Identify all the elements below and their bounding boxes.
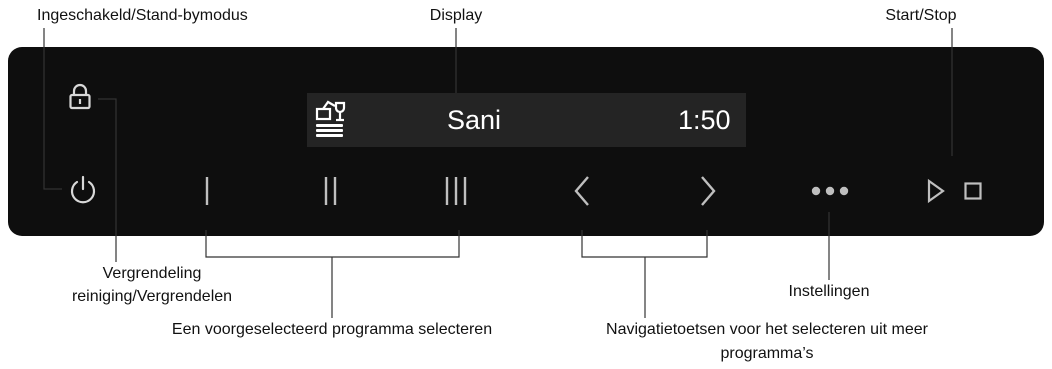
lock-icon[interactable] (68, 83, 92, 111)
play-icon[interactable] (926, 178, 946, 204)
program-3-button[interactable] (443, 175, 469, 207)
chevron-right-icon[interactable] (697, 174, 719, 208)
power-leader (43, 28, 62, 190)
chevron-left-icon[interactable] (571, 174, 593, 208)
settings-label: Instellingen (788, 283, 870, 300)
preselect-bracket (205, 230, 460, 258)
more-dots-icon[interactable] (810, 185, 850, 197)
power-icon[interactable] (68, 174, 98, 206)
start-stop-label: Start/Stop (885, 7, 957, 24)
preselect-label: Een voorgeselecteerd programma selectere… (171, 321, 493, 338)
nav-label-line2: programma’s (720, 345, 814, 362)
nav-label-line1: Navigatietoetsen voor het selecteren uit… (606, 321, 928, 338)
dishes-icon (315, 100, 346, 137)
lock-label-line1: Vergrendeling (102, 265, 202, 282)
stop-icon[interactable] (963, 181, 983, 201)
display-program: Sani (447, 105, 502, 135)
power-label: Ingeschakeld/Stand-bymodus (37, 7, 248, 24)
display-label: Display (429, 7, 483, 24)
lock-leader (98, 98, 117, 262)
lock-label-line2: reiniging/Vergrendelen (71, 288, 233, 305)
program-2-button[interactable] (322, 175, 340, 207)
program-1-button[interactable] (202, 175, 212, 207)
display-screen (307, 93, 746, 147)
display-time: 1:50 (678, 105, 731, 135)
nav-bracket (581, 230, 708, 258)
